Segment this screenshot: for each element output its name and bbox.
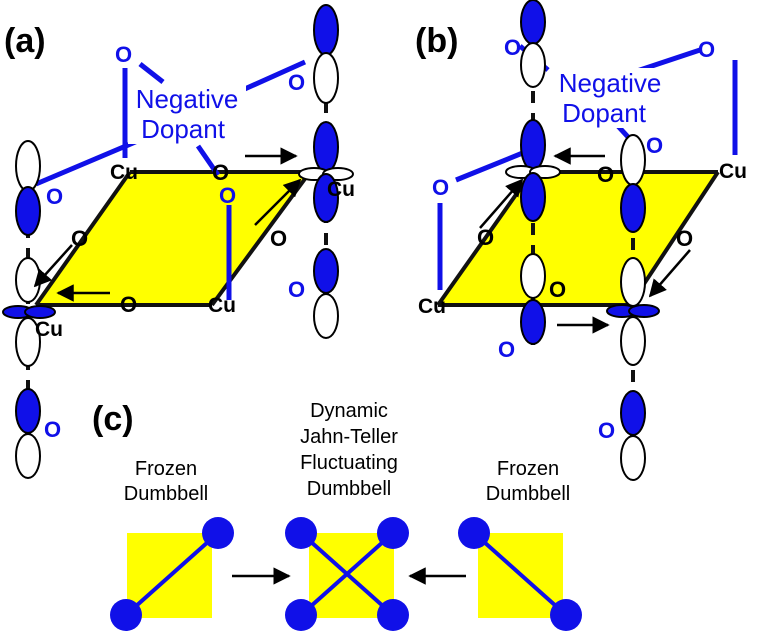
- orbital-stack-left-a: [2, 140, 56, 479]
- oxygen-label: O: [432, 175, 449, 200]
- frozen-dumbbell-left: [110, 517, 234, 631]
- oxygen-label: O: [71, 226, 88, 251]
- panel-b: (b): [415, 0, 747, 481]
- orbital-stack-left-b: [505, 0, 561, 345]
- oxygen-label: O: [212, 160, 229, 185]
- oxygen-label: O: [115, 42, 132, 67]
- negative-dopant-label: Dopant: [141, 114, 226, 144]
- oxygen-label: O: [219, 183, 236, 208]
- copper-label: Cu: [418, 295, 446, 318]
- hopping-arrows-a: [33, 147, 302, 302]
- oxygen-label: O: [498, 337, 515, 362]
- copper-label: Cu: [110, 161, 138, 184]
- panel-c: (c) Frozen Dumbbell Dynamic Jahn-Teller …: [92, 400, 582, 631]
- copper-label: Cu: [719, 160, 747, 183]
- panel-a-label: (a): [4, 22, 46, 60]
- cuo2-plane: [36, 172, 310, 305]
- copper-label: Cu: [208, 294, 236, 317]
- caption-middle: Jahn-Teller: [300, 426, 398, 448]
- oxygen-label: O: [46, 184, 63, 209]
- oxygen-label: O: [504, 35, 521, 60]
- caption-middle: Dumbbell: [307, 478, 391, 500]
- oxygen-label: O: [270, 226, 287, 251]
- caption-middle: Fluctuating: [300, 452, 398, 474]
- copper-label: Cu: [327, 178, 355, 201]
- dopant-label-backdrop: [128, 84, 246, 144]
- oxygen-label: O: [120, 292, 137, 317]
- caption-right: Frozen: [497, 458, 559, 480]
- oxygen-label: O: [549, 277, 566, 302]
- dopant-label-backdrop: [552, 68, 670, 128]
- negative-dopant-label: Negative: [559, 68, 662, 98]
- oxygen-label: O: [598, 418, 615, 443]
- dopant-bonds: [35, 59, 307, 300]
- caption-right: Dumbbell: [486, 483, 570, 505]
- caption-middle: Dynamic: [310, 400, 388, 422]
- oxygen-label: O: [288, 70, 305, 95]
- oxygen-label: O: [646, 133, 663, 158]
- orbital-stack-right-b: [606, 134, 660, 481]
- oxygen-label: O: [44, 417, 61, 442]
- oxygen-label: O: [477, 225, 494, 250]
- oxygen-label: O: [288, 277, 305, 302]
- caption-left: Dumbbell: [124, 483, 208, 505]
- copper-label: Cu: [35, 318, 63, 341]
- oxygen-label: O: [597, 162, 614, 187]
- panel-b-label: (b): [415, 22, 458, 60]
- cuo2-plane: [438, 172, 718, 305]
- atom-labels-a: O O O O O O O O O O Cu Cu Cu Cu: [35, 42, 355, 442]
- caption-left: Frozen: [135, 458, 197, 480]
- frozen-dumbbell-right: [458, 517, 582, 631]
- orbital-stack-right-a: [298, 4, 354, 339]
- negative-dopant-label: Negative: [136, 84, 239, 114]
- oxygen-label: O: [698, 37, 715, 62]
- oxygen-label: O: [676, 226, 693, 251]
- fluctuating-dumbbell: [285, 517, 409, 631]
- negative-dopant-label: Dopant: [562, 98, 647, 128]
- panel-c-label: (c): [92, 400, 134, 438]
- hopping-arrows-b: [479, 147, 691, 334]
- atom-labels-b: O O O O O O O O O O Cu Cu: [418, 35, 747, 443]
- panel-a: (a): [2, 4, 355, 479]
